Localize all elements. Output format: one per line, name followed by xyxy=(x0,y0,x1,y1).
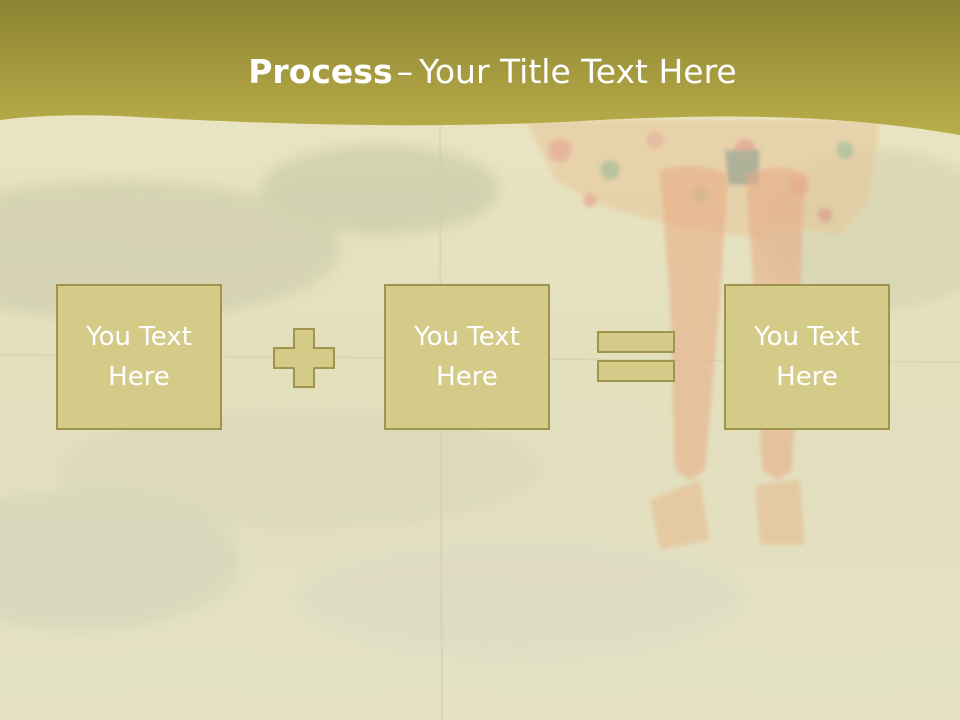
process-box-3[interactable]: You Text Here xyxy=(724,284,890,430)
slide-title: Process–Your Title Text Here xyxy=(0,52,960,91)
process-box-2[interactable]: You Text Here xyxy=(384,284,550,430)
title-bold: Process xyxy=(248,52,393,91)
title-text: Your Title Text Here xyxy=(419,52,737,91)
process-box-1-text: You Text Here xyxy=(86,322,192,392)
equals-icon xyxy=(597,331,675,382)
process-box-1[interactable]: You Text Here xyxy=(56,284,222,430)
process-box-2-text: You Text Here xyxy=(414,322,520,392)
title-separator: – xyxy=(396,52,414,91)
plus-icon xyxy=(273,328,335,388)
header-band xyxy=(0,0,960,135)
process-box-3-text: You Text Here xyxy=(754,322,860,392)
